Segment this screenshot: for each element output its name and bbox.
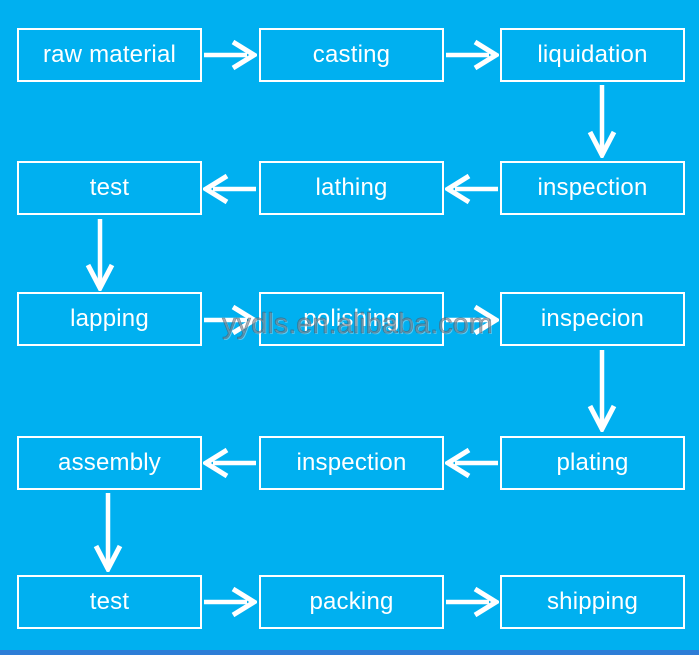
node-test-1: test	[17, 161, 202, 215]
arrow-right-icon	[445, 39, 499, 71]
arrow-right-icon	[203, 586, 257, 618]
node-inspection-1: inspection	[500, 161, 685, 215]
node-inspection-2: inspection	[259, 436, 444, 490]
arrow-down-icon	[92, 493, 124, 572]
node-assembly: assembly	[17, 436, 202, 490]
arrow-right-icon	[445, 586, 499, 618]
node-liquidation: liquidation	[500, 28, 685, 82]
arrow-right-icon	[203, 304, 257, 336]
arrow-left-icon	[445, 447, 499, 479]
arrow-left-icon	[203, 173, 257, 205]
arrow-right-icon	[445, 304, 499, 336]
node-inspecion: inspecion	[500, 292, 685, 346]
node-shipping: shipping	[500, 575, 685, 629]
node-casting: casting	[259, 28, 444, 82]
node-packing: packing	[259, 575, 444, 629]
node-lapping: lapping	[17, 292, 202, 346]
node-polishing: polishing	[259, 292, 444, 346]
arrow-down-icon	[84, 219, 116, 291]
node-test-2: test	[17, 575, 202, 629]
bottom-border-bar	[0, 650, 699, 655]
node-lathing: lathing	[259, 161, 444, 215]
arrow-down-icon	[586, 85, 618, 158]
arrow-right-icon	[203, 39, 257, 71]
arrow-left-icon	[203, 447, 257, 479]
node-raw-material: raw material	[17, 28, 202, 82]
arrow-left-icon	[445, 173, 499, 205]
node-plating: plating	[500, 436, 685, 490]
arrow-down-icon	[586, 350, 618, 432]
